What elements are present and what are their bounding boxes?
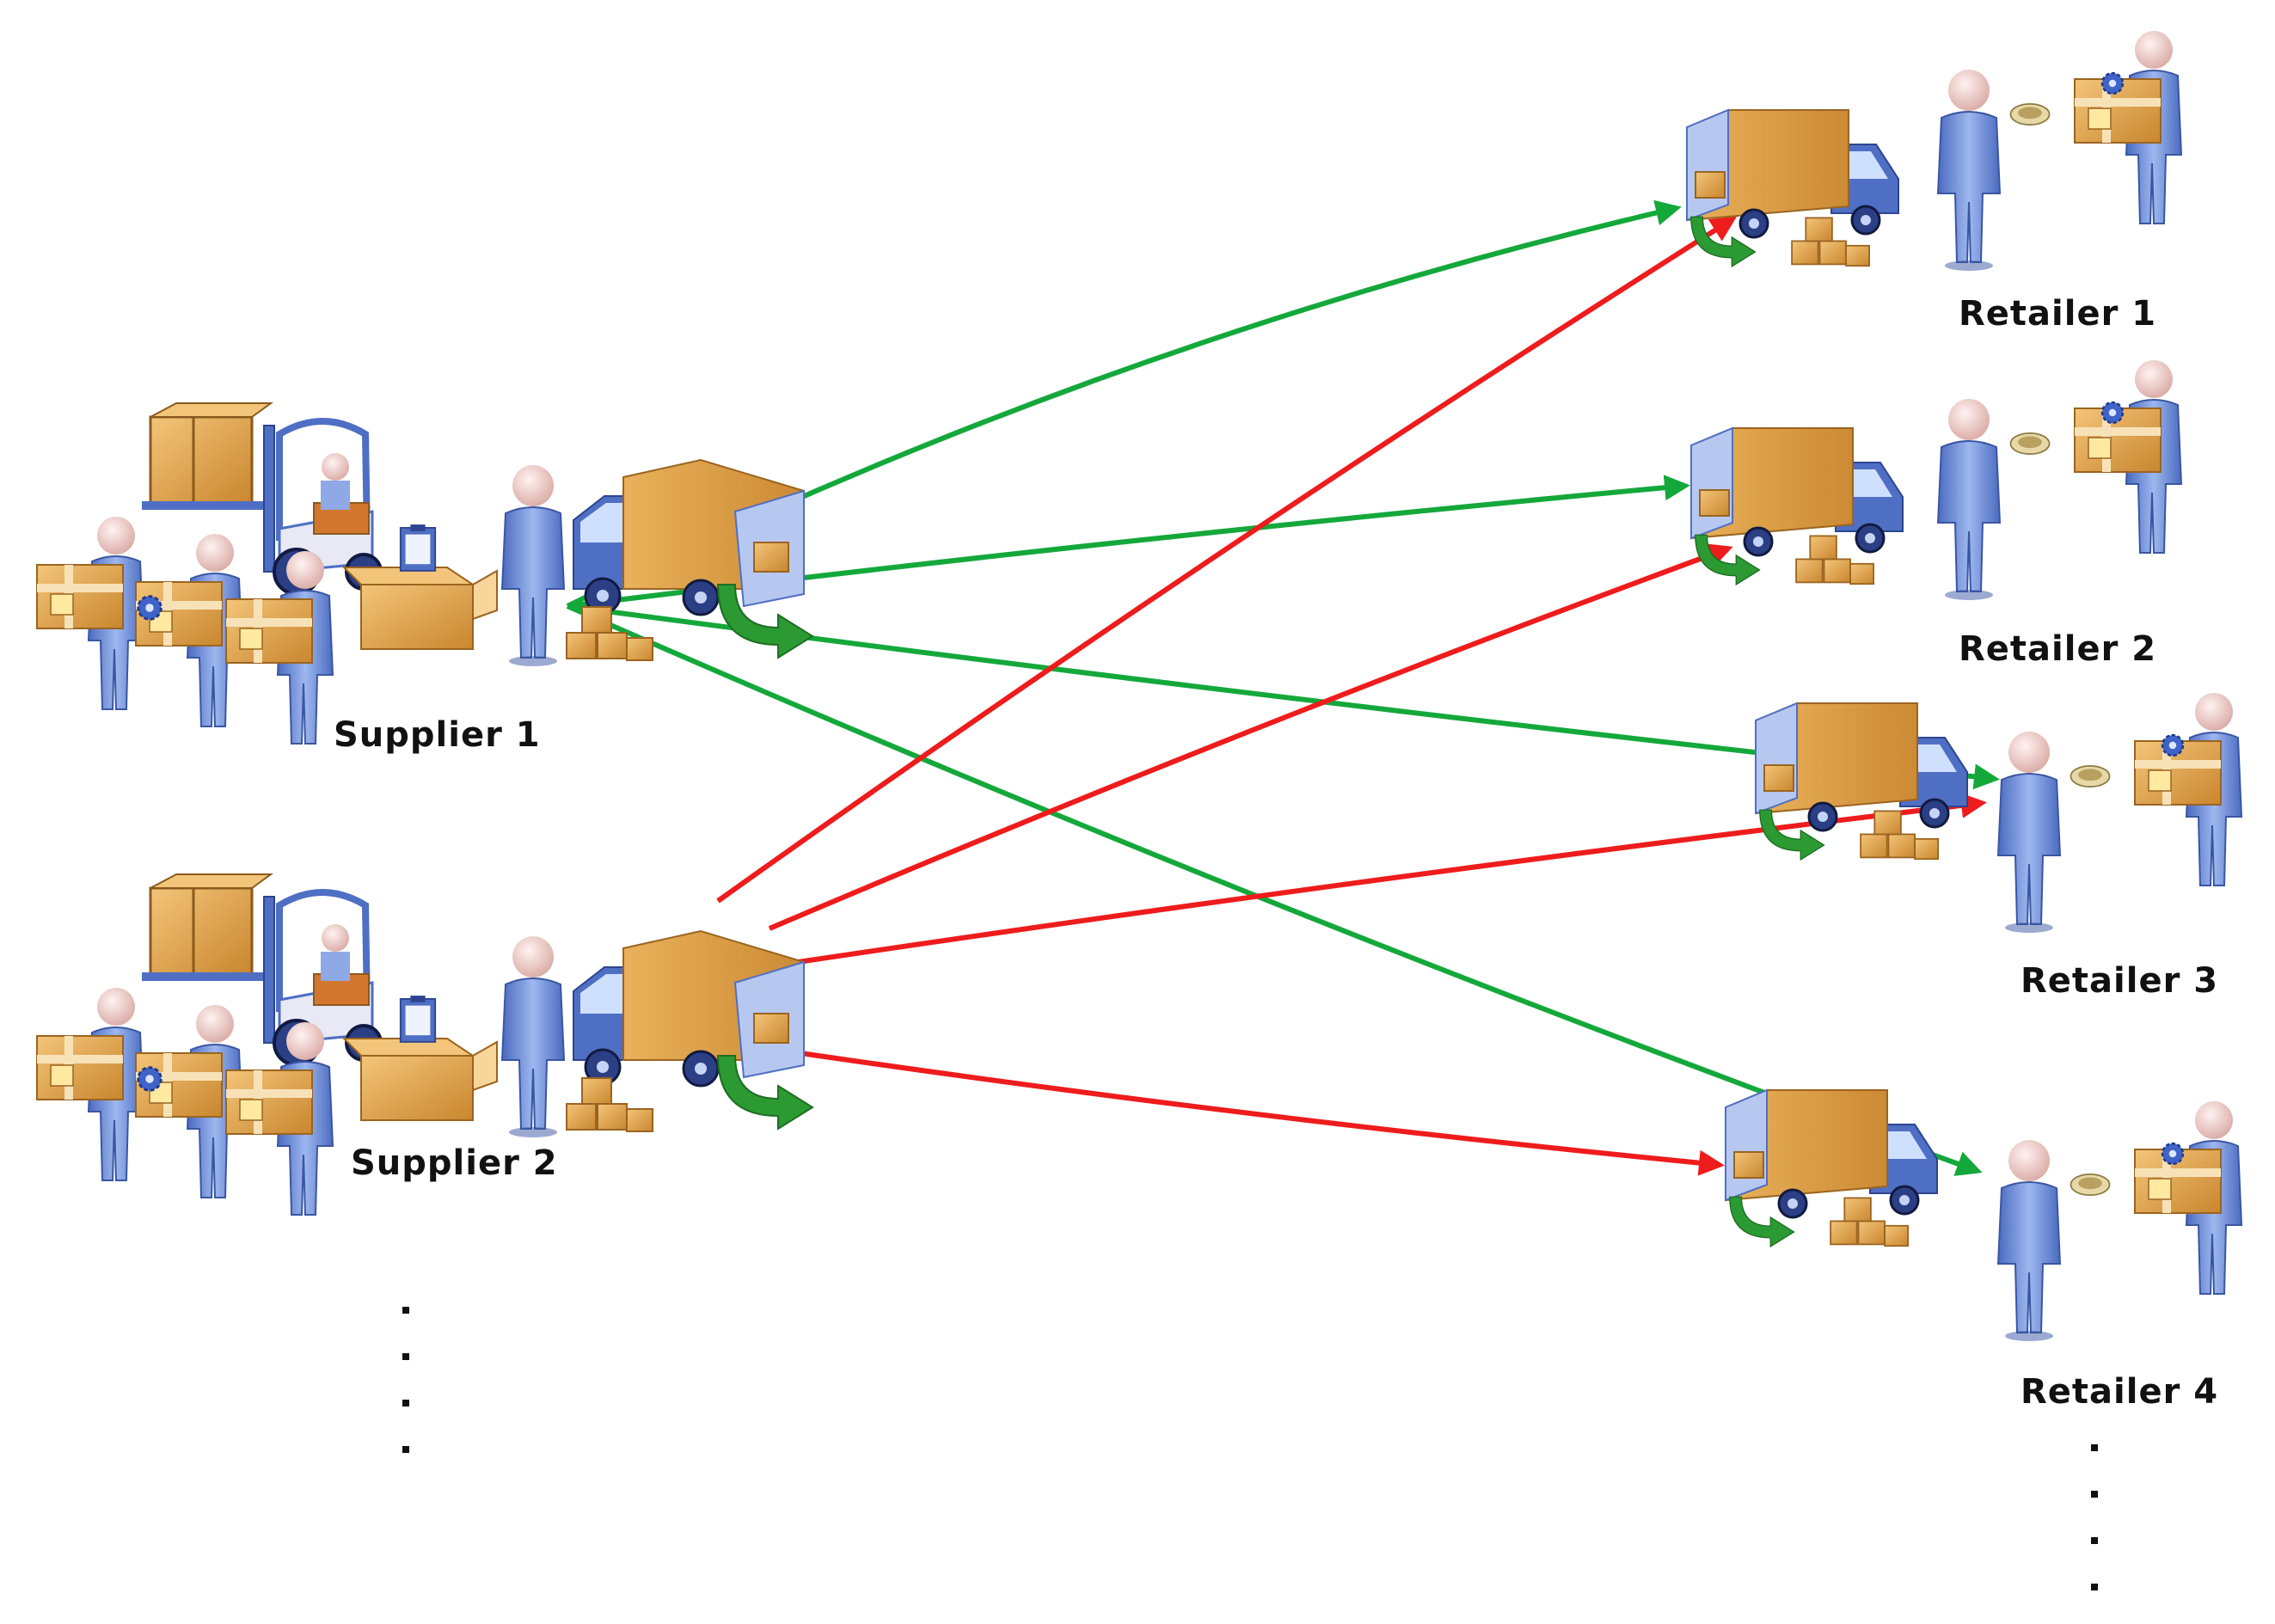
- r3-delivery-truck-icon: [1754, 702, 1969, 832]
- retailer-4-label: Retailer 4: [2021, 1372, 2219, 1412]
- r2-gear-icon: [2100, 401, 2125, 425]
- ellipsis-dot-1: [2091, 1444, 2098, 1451]
- r1-gear-icon: [2100, 71, 2125, 95]
- retailer-3-label: Retailer 3: [2021, 961, 2219, 1001]
- r1-delivery-truck-icon: [1685, 108, 1900, 239]
- s1-gear-icon: [137, 595, 162, 621]
- link-s2-r1: [716, 216, 1738, 904]
- ellipsis-dot-4: [402, 1446, 409, 1453]
- r4-gear-icon: [2161, 1142, 2185, 1166]
- retailer-1-label: Retailer 1: [1959, 294, 2157, 334]
- s1-forklift-icon: [142, 403, 381, 594]
- s2-package-stack-icon: [566, 1077, 653, 1132]
- r3-buyer-worker-icon: [1997, 731, 2061, 934]
- s2-clipboard-icon: [399, 995, 437, 1043]
- r2-delivery-truck-icon: [1689, 426, 1904, 557]
- s1-delivery-truck-icon: [572, 458, 806, 616]
- s2-forklift-icon: [142, 874, 381, 1065]
- ellipsis-dot-2: [402, 1353, 409, 1360]
- r2-seller-worker-icon: [2074, 359, 2182, 554]
- r1-cash-icon: [2009, 102, 2051, 126]
- r1-buyer-worker-icon: [1937, 69, 2001, 272]
- retailer-2-label: Retailer 2: [1959, 629, 2157, 669]
- link-s2-r3: [780, 792, 1987, 967]
- supplier-1-label: Supplier 1: [334, 715, 541, 755]
- s1-open-box-icon: [343, 567, 498, 650]
- r2-cash-icon: [2009, 432, 2051, 456]
- r4-cash-icon: [2070, 1173, 2111, 1197]
- s2-open-box-icon: [343, 1038, 498, 1121]
- r3-cash-icon: [2070, 764, 2111, 788]
- ellipsis-dot-3: [402, 1400, 409, 1406]
- ellipsis-dot-4: [2091, 1584, 2098, 1590]
- supplier-2-label: Supplier 2: [351, 1143, 558, 1183]
- ellipsis-dot-2: [2091, 1491, 2098, 1498]
- s2-dispatcher-worker-icon: [501, 935, 565, 1138]
- s2-gear-icon: [137, 1066, 162, 1092]
- s2-carrier-worker-icon: [36, 987, 144, 1181]
- s1-carrier-worker-icon: [36, 516, 144, 710]
- r3-seller-worker-icon: [2134, 692, 2242, 886]
- ellipsis-dot-3: [2091, 1537, 2098, 1544]
- r1-seller-worker-icon: [2074, 30, 2182, 224]
- r3-gear-icon: [2161, 733, 2185, 757]
- r4-seller-worker-icon: [2134, 1100, 2242, 1295]
- r2-buyer-worker-icon: [1937, 398, 2001, 601]
- link-s2-r2: [768, 543, 1733, 931]
- r4-delivery-truck-icon: [1724, 1088, 1939, 1219]
- s1-dispatcher-worker-icon: [501, 464, 565, 667]
- s2-delivery-truck-icon: [572, 929, 806, 1088]
- ellipsis-dot-1: [402, 1307, 409, 1314]
- r4-buyer-worker-icon: [1997, 1139, 2061, 1342]
- s1-clipboard-icon: [399, 524, 437, 572]
